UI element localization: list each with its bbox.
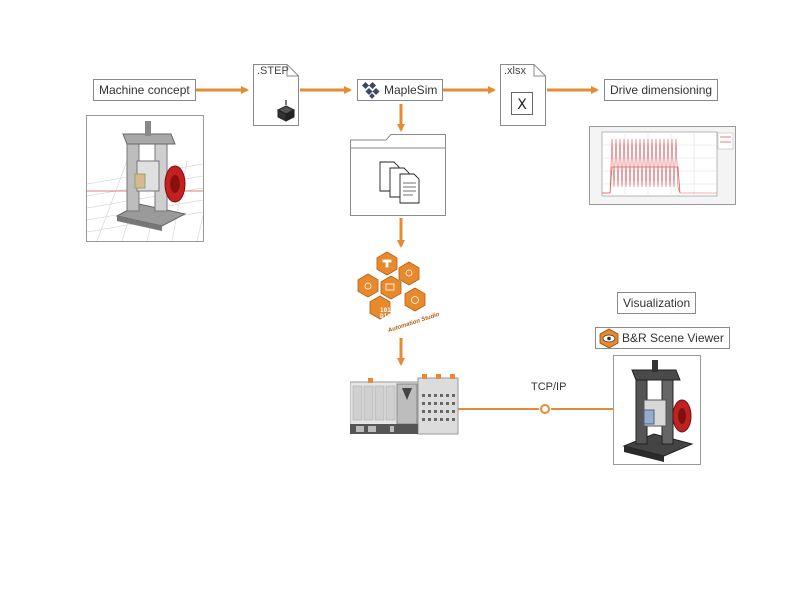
automation-studio-logo: 1010 D10 Automation Studio [355,250,445,338]
step-file-label: .STEP [257,65,289,77]
scene-viewer-icon [599,328,619,348]
folder-documents [350,134,446,216]
xlsx-file-label: .xlsx [504,65,526,77]
visualization-label: Visualization [617,292,697,314]
machine-concept-text: Machine concept [99,83,190,97]
drive-dimensioning-plot [589,126,736,205]
scene-viewer-label: B&R Scene Viewer [622,331,724,345]
machine-render-icon [622,360,694,462]
machine-concept-label: Machine concept [93,79,196,101]
drive-dimensioning-label: Drive dimensioning [604,79,719,101]
scene-viewer-box: B&R Scene Viewer [595,327,730,349]
visualization-text: Visualization [623,296,691,310]
automation-studio-hex-icon: 1010 D10 [357,251,426,320]
maplesim-logo-icon [361,81,380,99]
visualization-image [613,355,701,465]
machine-concept-image [86,115,204,242]
plc-hardware-icon [349,374,459,435]
documents-icon [379,161,420,204]
excel-x-icon: X [517,97,527,113]
maplesim-box: MapleSim [357,79,444,101]
tcp-ip-label: TCP/IP [531,381,567,393]
machine-model-icon [87,121,203,241]
cube-icon [276,100,296,122]
maplesim-label: MapleSim [384,83,438,97]
tcp-connector-icon [540,404,550,414]
plc-controller [349,374,460,438]
step-file-document: .STEP [253,64,299,126]
drive-dimensioning-text: Drive dimensioning [610,83,713,97]
xlsx-file-document: X .xlsx [500,64,546,126]
svg-text:1010: 1010 [380,307,395,314]
svg-text:D10: D10 [380,313,391,320]
